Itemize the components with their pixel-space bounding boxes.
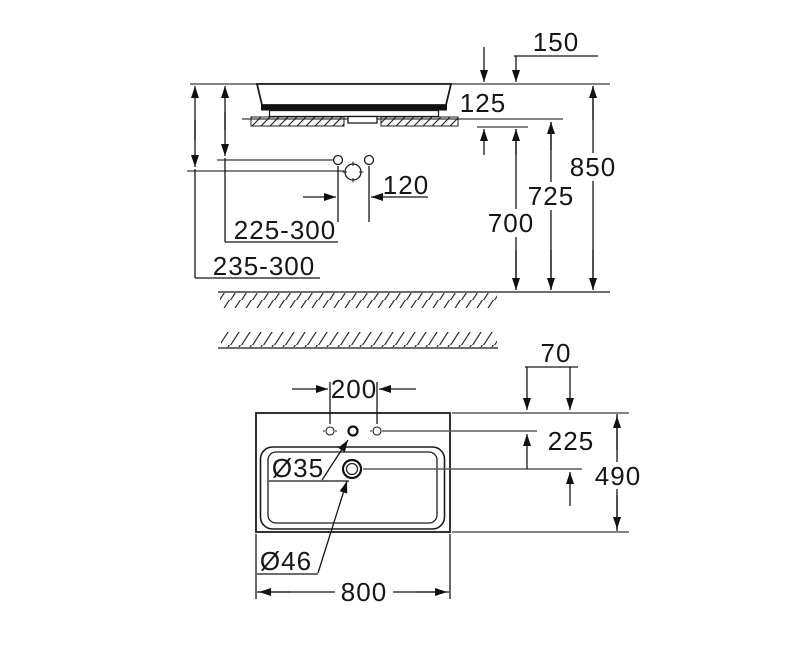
dim-725: 725	[527, 122, 575, 290]
basin-rim-band	[261, 104, 447, 111]
dim-225-300: 225-300	[221, 86, 338, 245]
optional-hole-left	[323, 426, 337, 436]
side-view: 120 150 125 235-300 225-300	[187, 27, 617, 349]
leader-dia-46: Ø46	[257, 480, 348, 576]
mounting-bracket-hatch-right	[380, 116, 459, 127]
dim-700-label: 700	[488, 208, 534, 238]
dim-225-label: 225	[548, 426, 594, 456]
dim-225-300-label: 225-300	[234, 215, 336, 245]
plan-view: 200 70 225 490 800	[255, 338, 644, 607]
dim-490: 490	[592, 414, 644, 531]
dim-235-300-label: 235-300	[213, 251, 315, 281]
fixing-hole-left	[332, 154, 344, 166]
dim-200: 200	[292, 374, 416, 424]
dim-800-label: 800	[341, 577, 387, 607]
bowl-outer-outline	[259, 446, 446, 530]
dim-490-label-bg	[592, 462, 644, 489]
dim-70: 70	[523, 338, 578, 506]
dim-800-label-bg	[335, 577, 393, 606]
dim-850-label-bg	[569, 153, 617, 181]
dim-725-label: 725	[528, 181, 574, 211]
dim-850: 850	[569, 86, 617, 290]
dia-35-label: Ø35	[272, 453, 324, 483]
dia-46-label: Ø46	[260, 546, 312, 576]
dim-235-300: 235-300	[191, 86, 320, 281]
dim-725-label-bg	[527, 182, 575, 210]
tap-hole-center	[347, 425, 359, 437]
optional-hole-right	[370, 426, 384, 436]
dim-150: 150	[480, 27, 598, 155]
dim-120-label: 120	[383, 170, 429, 200]
drain-connection-hole	[344, 163, 362, 181]
drain-centerline-ticks	[342, 161, 364, 183]
drain-outlet-notch	[347, 115, 378, 124]
floor-hatch-lower	[221, 332, 497, 347]
dim-125-label: 125	[460, 88, 506, 118]
dim-800: 800	[255, 534, 451, 607]
dim-850-label: 850	[570, 152, 616, 182]
dim-490-label: 490	[595, 461, 641, 491]
dim-70-label: 70	[541, 338, 572, 368]
dim-150-label: 150	[533, 27, 579, 57]
floor-line-lower	[218, 332, 498, 349]
floor-line-upper	[218, 291, 610, 308]
mounting-bracket-hatch-left	[250, 116, 345, 127]
leader-dia-35: Ø35	[269, 439, 349, 483]
drain-hole	[341, 458, 363, 480]
bowl-inner-outline	[267, 451, 438, 524]
floor-hatch-upper	[220, 293, 497, 308]
dim-200-label: 200	[331, 374, 377, 404]
fixing-hole-right	[363, 154, 375, 166]
dim-120: 120	[303, 170, 429, 201]
dim-700: 700	[487, 129, 535, 290]
basin-body-profile	[255, 83, 453, 106]
basin-base-profile	[268, 109, 440, 118]
dim-700-label-bg	[487, 209, 535, 237]
